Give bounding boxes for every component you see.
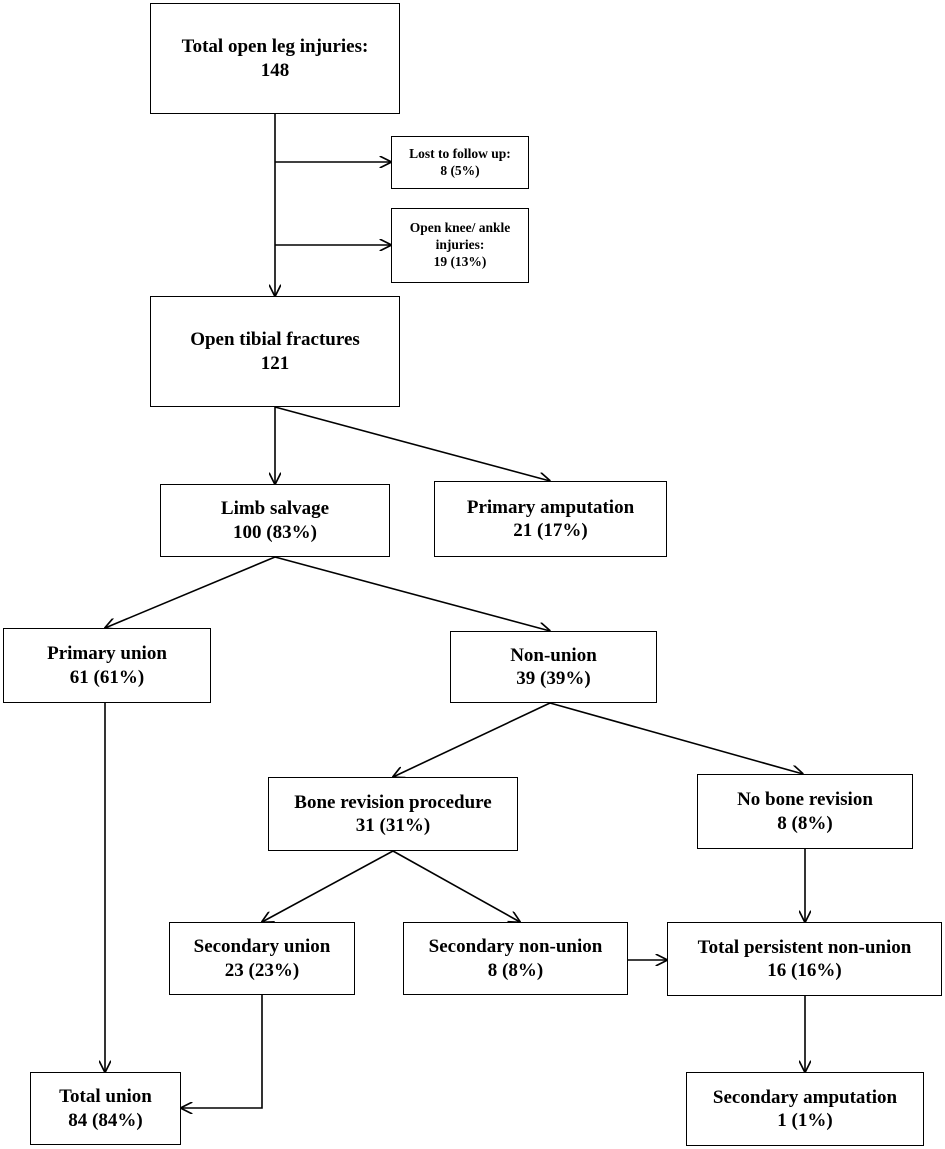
node-limb-salvage: Limb salvage 100 (83%) (160, 484, 390, 557)
node-text: 39 (39%) (516, 668, 591, 689)
arrow-salvage-to-primary-union (105, 556, 276, 628)
node-text: Primary union (47, 643, 167, 665)
node-text: injuries: (435, 237, 485, 253)
node-text: 8 (8%) (487, 959, 544, 981)
node-secondary-union: Secondary union 23 (23%) (169, 922, 355, 995)
node-total-union: Total union 84 (84%) (30, 1072, 181, 1145)
node-text: 1 (1%) (777, 1110, 833, 1131)
node-secondary-amputation: Secondary amputation 1 (1%) (686, 1072, 924, 1146)
node-text: Secondary non-union (428, 936, 603, 958)
node-text: 21 (17%) (513, 520, 588, 541)
node-text: Secondary amputation (712, 1086, 898, 1108)
arrow-non-union-to-bone-revision (393, 702, 551, 777)
node-text: 84 (84%) (68, 1109, 143, 1131)
node-text: Total union (59, 1086, 152, 1108)
node-text: 16 (16%) (767, 960, 842, 981)
node-text: Total open leg injuries: (181, 36, 369, 58)
node-text: Total persistent non-union (697, 936, 912, 958)
node-total-persistent-non-union: Total persistent non-union 16 (16%) (667, 922, 942, 996)
node-text: Open tibial fractures (190, 329, 360, 351)
node-text: 148 (260, 59, 290, 81)
node-primary-union: Primary union 61 (61%) (3, 628, 211, 703)
node-text: 19 (13%) (433, 253, 487, 269)
node-open-tibial-fractures: Open tibial fractures 121 (150, 296, 400, 407)
node-lost-to-follow-up: Lost to follow up: 8 (5%) (391, 136, 529, 189)
node-text: Non-union (510, 644, 597, 666)
node-text: Bone revision procedure (294, 791, 492, 813)
node-bone-revision-procedure: Bone revision procedure 31 (31%) (268, 777, 518, 851)
node-text: Primary amputation (466, 496, 635, 518)
node-non-union: Non-union 39 (39%) (450, 631, 657, 703)
arrow-revision-to-secondary-non-union (392, 850, 520, 922)
arrow-non-union-to-no-revision (549, 702, 803, 774)
node-text: Limb salvage (220, 498, 330, 520)
node-open-knee-ankle-injuries: Open knee/ ankle injuries: 19 (13%) (391, 208, 529, 283)
node-text: 23 (23%) (224, 959, 300, 981)
arrow-tibial-to-primary-amputation (274, 406, 550, 481)
node-text: 8 (8%) (777, 812, 833, 834)
node-text: No bone revision (737, 789, 873, 811)
node-text: 8 (5%) (440, 162, 480, 178)
node-total-open-leg-injuries: Total open leg injuries: 148 (150, 3, 400, 114)
arrow-salvage-to-non-union (274, 556, 550, 631)
arrow-revision-to-secondary-union (262, 850, 394, 922)
node-text: 61 (61%) (69, 666, 145, 688)
node-text: 100 (83%) (233, 521, 317, 543)
node-text: Secondary union (193, 936, 331, 958)
node-text: 121 (260, 352, 290, 374)
node-primary-amputation: Primary amputation 21 (17%) (434, 481, 667, 557)
arrow-secondary-union-to-total-union (181, 995, 263, 1108)
node-text: Lost to follow up: (409, 145, 511, 161)
node-secondary-non-union: Secondary non-union 8 (8%) (403, 922, 628, 995)
node-text: 31 (31%) (355, 815, 431, 836)
node-no-bone-revision: No bone revision 8 (8%) (697, 774, 913, 849)
node-text: Open knee/ ankle (409, 220, 511, 236)
